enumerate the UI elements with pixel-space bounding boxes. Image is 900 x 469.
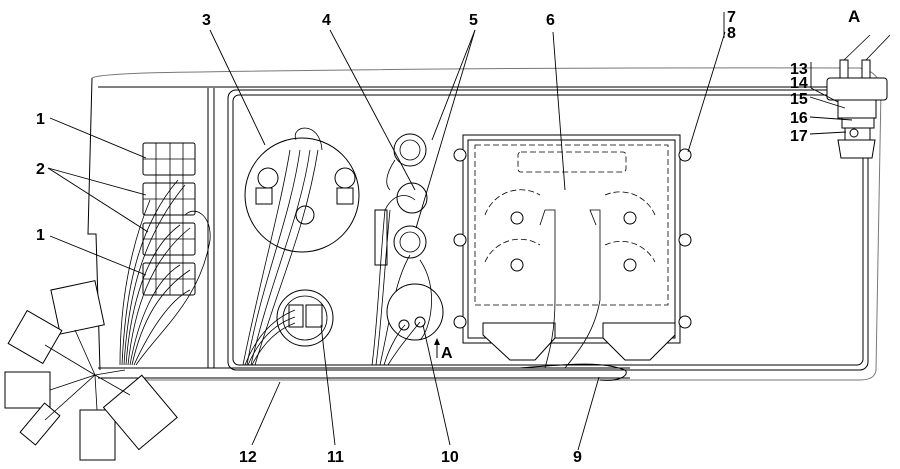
callout-1-lower: 1 — [36, 227, 45, 244]
callout-17: 17 — [790, 128, 808, 145]
callout-12: 12 — [239, 449, 257, 466]
switch-block — [119, 142, 211, 366]
detail-view-label: A — [848, 7, 860, 26]
callout-1: 1 — [36, 111, 45, 128]
callout-14: 14 — [790, 75, 808, 92]
panel-housing — [87, 67, 882, 381]
callout-labels: 1 1 2 3 4 5 6 7 8 9 10 11 12 13 14 15 16… — [36, 9, 808, 466]
callout-9: 9 — [573, 449, 582, 466]
callout-13: 13 — [790, 61, 808, 78]
connector-item-11-12 — [244, 289, 334, 366]
callout-15: 15 — [790, 91, 808, 108]
callout-7: 7 — [727, 9, 736, 26]
callout-6: 6 — [546, 12, 555, 29]
callout-8: 8 — [727, 25, 736, 42]
section-arrow-label: A — [441, 345, 453, 362]
callout-11: 11 — [327, 449, 344, 466]
leader-lines — [47, 12, 853, 451]
callout-2: 2 — [36, 161, 45, 178]
callout-3: 3 — [202, 12, 211, 29]
detail-view-a: A — [826, 7, 891, 159]
gauge-item-3 — [242, 127, 360, 366]
callout-4: 4 — [322, 12, 331, 29]
callout-10: 10 — [441, 449, 459, 466]
sockets-item-4-5 — [371, 133, 428, 366]
callout-5: 5 — [469, 12, 478, 29]
section-arrow-a: A — [434, 338, 453, 362]
harness-rail — [98, 367, 630, 379]
callout-16: 16 — [790, 110, 808, 127]
harness-item-9 — [519, 363, 627, 381]
connector-item-10 — [383, 259, 444, 366]
connector-bundle — [4, 280, 178, 461]
ecu-item-6 — [453, 134, 692, 369]
